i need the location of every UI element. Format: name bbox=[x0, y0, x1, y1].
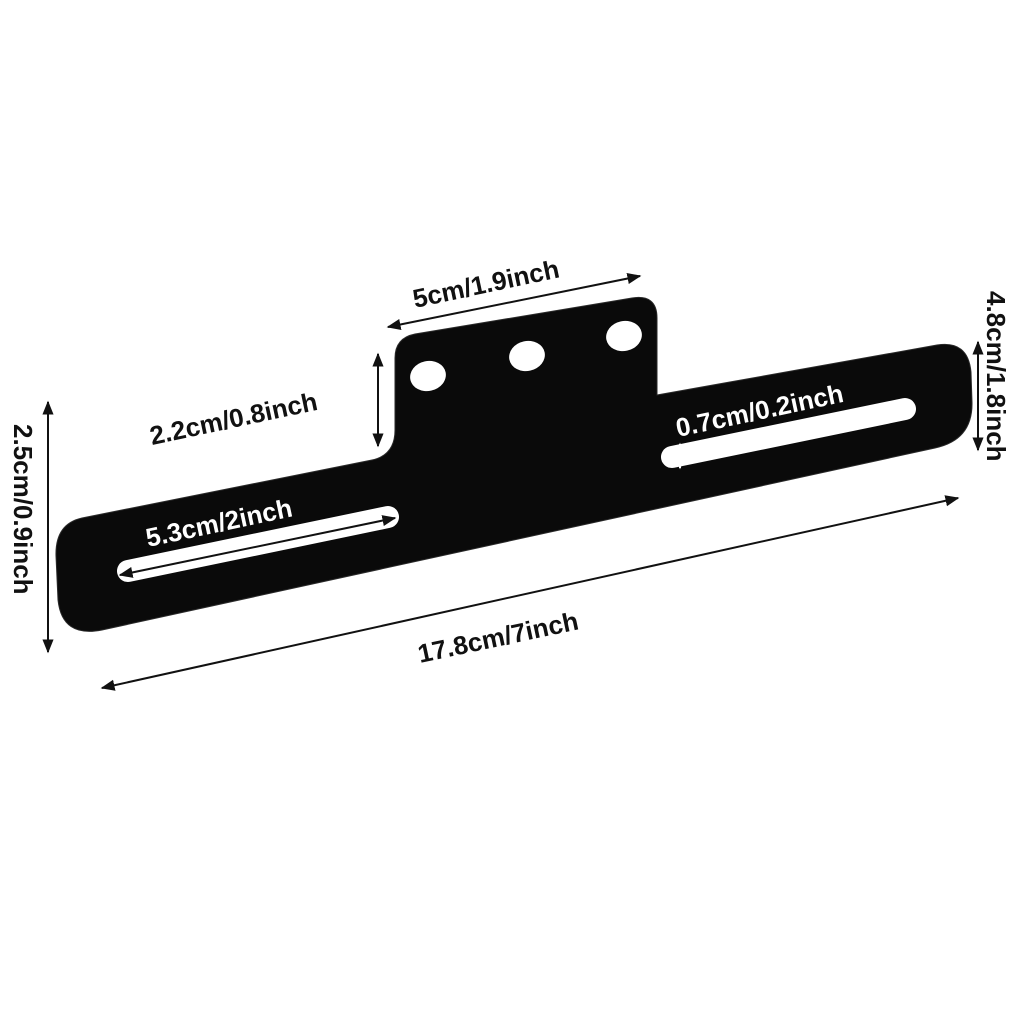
left-height-label: 2.5cm/0.9inch bbox=[8, 424, 38, 595]
total-length-arrow bbox=[100, 495, 960, 691]
tab-width-label: 5cm/1.9inch bbox=[410, 254, 562, 314]
tab-width-arrow bbox=[386, 273, 642, 330]
right-height-label: 4.8cm/1.8inch bbox=[981, 291, 1011, 462]
slot-length-arrow bbox=[118, 515, 397, 578]
total-length-label: 17.8cm/7inch bbox=[415, 606, 581, 669]
tab-height-label: 2.2cm/0.8inch bbox=[147, 386, 320, 451]
slot-right bbox=[661, 398, 916, 468]
mounting-hole-middle bbox=[509, 340, 545, 372]
mounting-hole-left bbox=[410, 360, 446, 392]
